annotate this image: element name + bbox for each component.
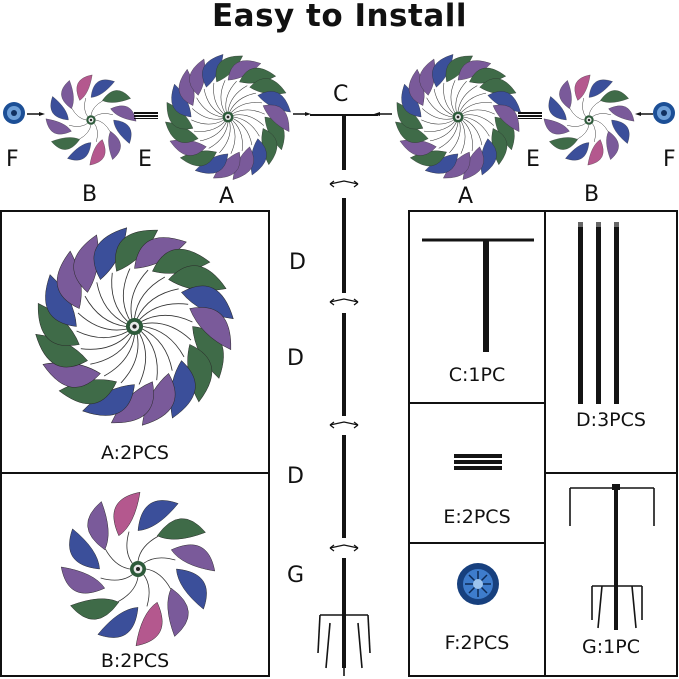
spinner-small-icon (543, 74, 635, 166)
part-a-caption: A:2PCS (101, 442, 169, 464)
part-g-caption: G:1PC (582, 636, 640, 658)
spinner-small-icon (45, 74, 137, 166)
part-c-cell: C:1PC (410, 212, 546, 404)
arrow-icon (293, 112, 311, 116)
arrow-icon (27, 112, 45, 116)
finial-icon (457, 563, 499, 605)
part-e-caption: E:2PCS (443, 506, 511, 528)
part-d-caption: D:3PCS (576, 409, 646, 431)
label-f-right: F (663, 147, 676, 172)
label-a-left: A (219, 184, 235, 209)
part-d-cell: D:3PCS (546, 212, 676, 474)
spinner-large-icon (165, 54, 291, 180)
page-title: Easy to Install (211, 0, 467, 34)
label-d-2: D (287, 346, 304, 371)
label-f-left: F (6, 147, 19, 172)
finial-icon (653, 102, 675, 124)
label-d-1: D (289, 250, 306, 275)
label-e-left: E (138, 147, 152, 172)
connector-icon (134, 112, 158, 119)
pole-icon (578, 222, 619, 404)
label-e-right: E (526, 147, 540, 172)
connector-icon (454, 454, 502, 470)
finial-icon (3, 102, 25, 124)
t-bracket-icon (422, 238, 534, 352)
part-b-caption: B:2PCS (100, 650, 170, 672)
stake-icon (569, 484, 655, 630)
label-g: G (287, 563, 305, 588)
spinner-small-icon (60, 491, 216, 647)
part-g-cell: G:1PC (546, 474, 676, 675)
assembly-diagram (0, 40, 679, 210)
label-d-3: D (287, 464, 304, 489)
label-a-right: A (458, 184, 474, 209)
part-e-cell: E:2PCS (410, 404, 546, 544)
label-b-left: B (82, 182, 98, 207)
part-b-panel: B:2PCS (0, 472, 270, 677)
connector-icon (518, 112, 542, 119)
spinner-large-icon (35, 227, 234, 426)
part-f-cell: F:2PCS (410, 544, 546, 675)
arrow-icon (635, 112, 653, 116)
parts-panel-right: C:1PC D:3PCS E:2PCS F:2PCS (408, 210, 678, 677)
part-a-panel: A:2PCS (0, 210, 270, 474)
part-f-caption: F:2PCS (444, 632, 510, 654)
pole-icon (310, 114, 378, 676)
part-c-caption: C:1PC (448, 364, 506, 386)
spinner-large-icon (395, 54, 521, 180)
label-b-right: B (584, 182, 600, 207)
label-c: C (333, 82, 349, 107)
